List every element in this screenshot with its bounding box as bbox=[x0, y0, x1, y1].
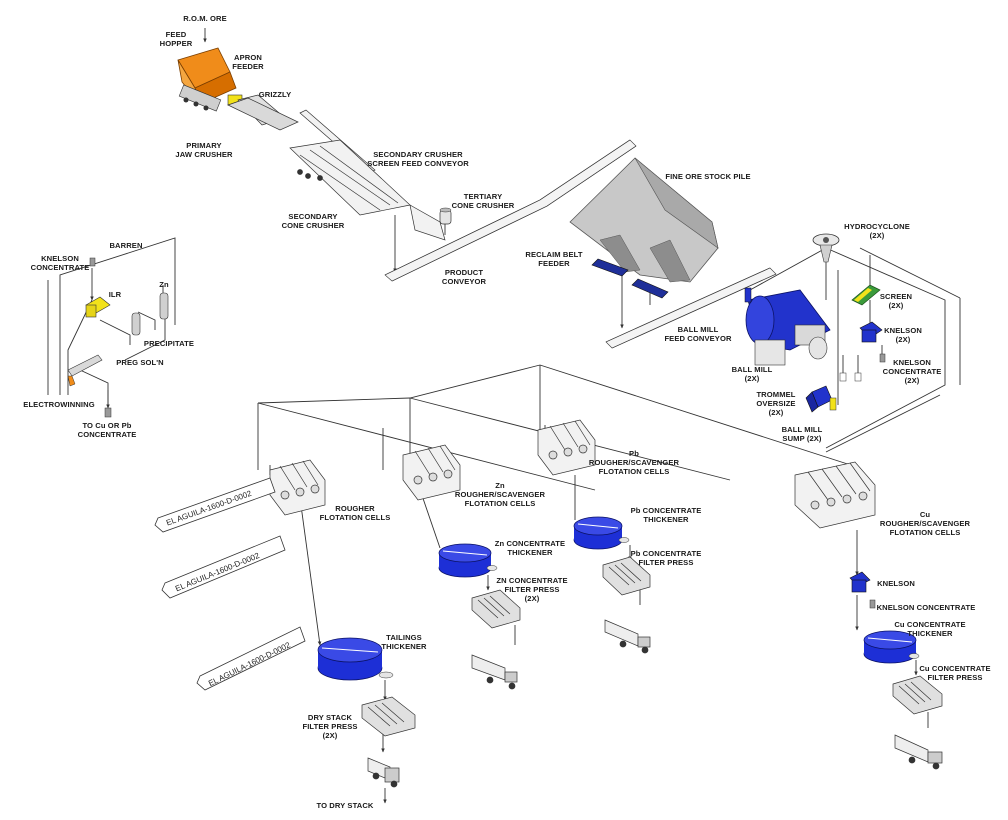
screen-label: SCREEN (2X) bbox=[879, 292, 913, 310]
fine-ore-stock-pile-label: FINE ORE STOCK PILE bbox=[665, 172, 751, 181]
to-dry-stack-label: TO DRY STACK bbox=[316, 801, 374, 810]
knelson-cu bbox=[849, 571, 876, 609]
precipitate-vessels bbox=[131, 292, 169, 336]
cu-rougher-scavenger-label: Cu ROUGHER/SCAVENGER FLOTATION CELLS bbox=[879, 510, 971, 537]
tertiary-cone-crusher-label: TERTIARY CONE CRUSHER bbox=[451, 192, 515, 210]
rom-ore-label: R.O.M. ORE bbox=[183, 14, 227, 23]
pb-rougher-scavenger-cells bbox=[537, 419, 596, 476]
fine-ore-stock-pile bbox=[569, 157, 719, 283]
hydrocyclone-label: HYDROCYCLONE (2X) bbox=[844, 222, 910, 240]
knelson-concentrate-label: KNELSON CONCENTRATE bbox=[30, 254, 90, 272]
ball-mill-feed-conveyor-label: BALL MILL FEED CONVEYOR bbox=[664, 325, 732, 343]
drawing-tag-arrows bbox=[154, 477, 306, 691]
cu-concentrate-thickener bbox=[863, 630, 920, 664]
secondary-cone-crusher-label: SECONDARY CONE CRUSHER bbox=[281, 212, 345, 230]
electrowinning-cell bbox=[67, 354, 112, 418]
rougher-flotation-cells-label: ROUGHER FLOTATION CELLS bbox=[319, 504, 391, 522]
feed-hopper-apron-feeder bbox=[177, 47, 243, 112]
zn-filter-press bbox=[471, 589, 521, 629]
zn-label: Zn bbox=[159, 280, 169, 289]
screen-equipment bbox=[851, 284, 881, 306]
pb-concentrate-thickener bbox=[573, 516, 630, 550]
knelson-concentrate-cu-label: KNELSON CONCENTRATE bbox=[876, 603, 976, 612]
cu-truck bbox=[894, 734, 943, 770]
rougher-flotation-cells bbox=[269, 459, 326, 516]
zn-rougher-scavenger-cells bbox=[402, 444, 461, 501]
trommel-oversize-bins bbox=[839, 372, 862, 382]
screen-feed-conveyor bbox=[289, 109, 446, 241]
pb-concentrate-filter-press-label: Pb CONCENTRATE FILTER PRESS bbox=[630, 549, 702, 567]
knelson-2x-label: KNELSON (2X) bbox=[884, 326, 922, 344]
primary-jaw-crusher-label: PRIMARY JAW CRUSHER bbox=[175, 141, 233, 159]
ball-mill-sump bbox=[805, 385, 837, 413]
preg-soln-label: PREG SOL'N bbox=[116, 358, 164, 367]
pb-rougher-scavenger-label: Pb ROUGHER/SCAVENGER FLOTATION CELLS bbox=[588, 449, 680, 476]
ball-mill-feed-conveyor bbox=[605, 267, 777, 349]
ball-mill-label: BALL MILL (2X) bbox=[731, 365, 773, 383]
ball-mill bbox=[744, 287, 831, 366]
zn-truck bbox=[471, 654, 518, 690]
ball-mill-sump-label: BALL MILL SUMP (2X) bbox=[781, 425, 823, 443]
reclaim-belt-feeder bbox=[591, 258, 669, 299]
tailings-thickener-label: TAILINGS THICKENER bbox=[381, 633, 427, 651]
cu-rougher-scavenger-cells bbox=[794, 461, 876, 529]
zn-concentrate-filter-press-label: ZN CONCENTRATE FILTER PRESS (2X) bbox=[496, 576, 568, 603]
tailings-thickener bbox=[317, 637, 394, 681]
grizzly-label: GRIZZLY bbox=[258, 90, 292, 99]
pb-concentrate-thickener-label: Pb CONCENTRATE THICKENER bbox=[630, 506, 702, 524]
trommel-oversize-label: TROMMEL OVERSIZE (2X) bbox=[756, 390, 796, 417]
reclaim-belt-feeder-label: RECLAIM BELT FEEDER bbox=[525, 250, 583, 268]
cu-filter-press bbox=[892, 675, 943, 715]
dry-stack-filter-press-label: DRY STACK FILTER PRESS (2X) bbox=[302, 713, 358, 740]
cu-concentrate-filter-press-label: Cu CONCENTRATE FILTER PRESS bbox=[919, 664, 991, 682]
precipitate-label: PRECIPITATE bbox=[143, 339, 195, 348]
dry-stack-filter-press bbox=[361, 696, 416, 737]
zn-concentrate-thickener-label: Zn CONCENTRATE THICKENER bbox=[494, 539, 566, 557]
ilr-unit bbox=[85, 257, 111, 318]
knelson-2x bbox=[859, 321, 886, 363]
ilr-label: ILR bbox=[108, 290, 122, 299]
tertiary-cone-crusher bbox=[439, 207, 452, 225]
knelson-concentrate-2x-label: KNELSON CONCENTRATE (2X) bbox=[882, 358, 942, 385]
feed-hopper-label: FEED HOPPER bbox=[159, 30, 193, 48]
dry-stack-truck bbox=[367, 757, 400, 788]
jaw-crusher bbox=[227, 97, 299, 131]
pb-filter-press bbox=[602, 556, 651, 596]
hydrocyclone bbox=[812, 233, 840, 263]
product-conveyor-label: PRODUCT CONVEYOR bbox=[441, 268, 487, 286]
cu-concentrate-thickener-label: Cu CONCENTRATE THICKENER bbox=[894, 620, 966, 638]
barren-label: BARREN bbox=[109, 241, 143, 250]
screen-feed-conveyor-label: SECONDARY CRUSHER SCREEN FEED CONVEYOR bbox=[367, 150, 469, 168]
pb-truck bbox=[604, 619, 651, 654]
zn-rougher-scavenger-label: Zn ROUGHER/SCAVENGER FLOTATION CELLS bbox=[454, 481, 546, 508]
product-conveyor bbox=[384, 139, 637, 282]
electrowinning-label: ELECTROWINNING bbox=[23, 400, 95, 409]
zn-concentrate-thickener bbox=[438, 543, 498, 578]
to-cu-or-pb-concentrate-label: TO Cu OR Pb CONCENTRATE bbox=[77, 421, 137, 439]
apron-feeder-label: APRON FEEDER bbox=[232, 53, 264, 71]
knelson-label: KNELSON bbox=[877, 579, 915, 588]
